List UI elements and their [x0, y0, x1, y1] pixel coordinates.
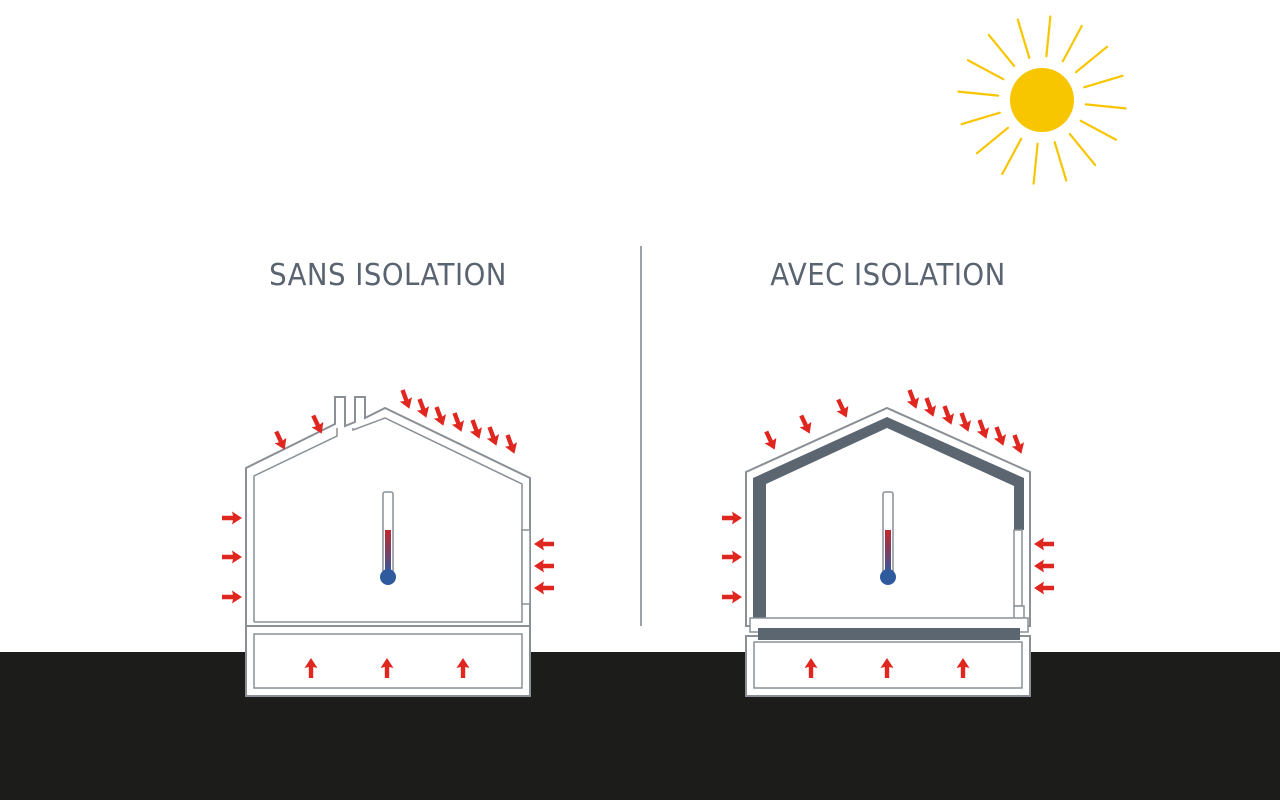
heat-arrow-icon	[722, 590, 742, 604]
heat-arrow-icon	[1034, 559, 1054, 573]
house-with-insulation	[722, 387, 1054, 697]
heat-arrow-icon	[832, 396, 853, 421]
thermometer-icon	[880, 491, 896, 585]
title-with-insulation: AVEC ISOLATION	[770, 258, 1006, 293]
heat-arrow-icon	[920, 395, 940, 419]
title-without-insulation: SANS ISOLATION	[269, 258, 507, 293]
heat-arrow-icon	[501, 432, 521, 456]
house-without-insulation	[222, 387, 554, 697]
heat-arrow-icon	[1008, 432, 1028, 456]
heat-arrow-icon	[534, 537, 554, 551]
heat-arrow-icon	[413, 396, 433, 420]
window-right	[1013, 529, 1023, 607]
heat-arrow-icon	[903, 387, 923, 411]
heat-arrow-icon	[938, 403, 958, 427]
heat-arrow-icon	[722, 511, 742, 525]
heat-arrow-icon	[222, 550, 242, 564]
heat-arrow-icon	[795, 412, 816, 437]
window-left	[521, 529, 531, 605]
heat-arrow-icon	[990, 424, 1010, 448]
heat-arrow-icon	[1034, 537, 1054, 551]
heat-arrow-icon	[973, 417, 993, 441]
heat-arrow-icon	[222, 590, 242, 604]
heat-arrow-icon	[466, 417, 486, 441]
heat-arrow-icon	[955, 410, 975, 434]
heat-arrow-icon	[722, 550, 742, 564]
heat-arrow-icon	[222, 511, 242, 525]
floor-insulation	[758, 628, 1020, 640]
heat-arrow-icon	[534, 559, 554, 573]
heat-arrow-icon	[534, 581, 554, 595]
heat-arrow-icon	[760, 428, 781, 453]
sun-icon	[957, 15, 1127, 185]
heat-arrow-icon	[483, 424, 503, 448]
thermometer-icon	[380, 491, 396, 585]
ground	[0, 652, 1280, 800]
heat-arrow-icon	[396, 387, 416, 411]
heat-arrow-icon	[1034, 581, 1054, 595]
heat-arrow-icon	[430, 404, 450, 428]
heat-arrow-icon	[448, 410, 468, 434]
